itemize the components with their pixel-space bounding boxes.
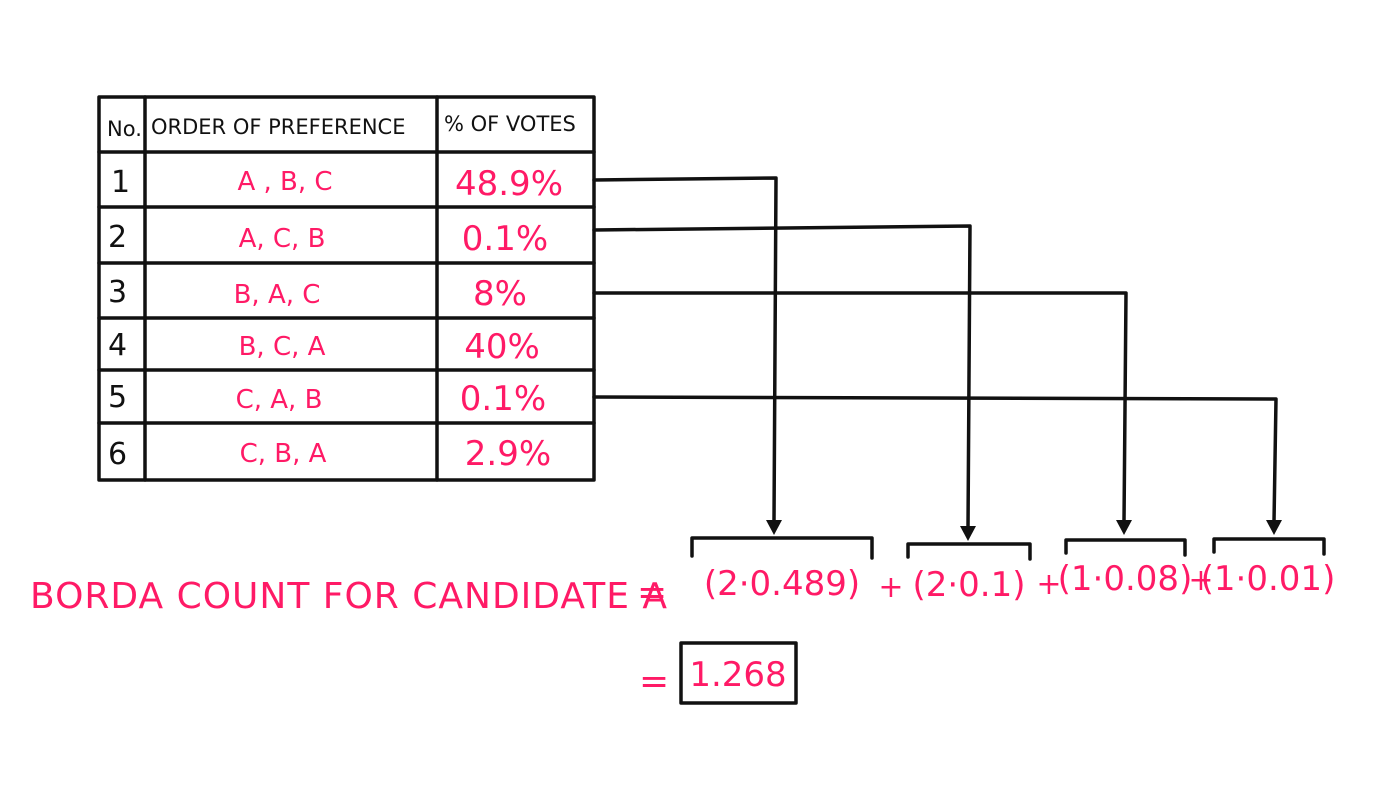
vote-percent: 40% xyxy=(464,327,540,367)
header-order-of-preference: ORDER OF PREFERENCE xyxy=(151,115,405,139)
formula-equals: = xyxy=(637,572,668,613)
term-bracket xyxy=(1064,538,1187,557)
vote-percent: 2.9% xyxy=(465,434,551,474)
preference-order: B, C, A xyxy=(239,332,326,362)
result-value: 1.268 xyxy=(689,655,786,695)
formula-term: (2·0.1) xyxy=(912,565,1025,605)
connector-line-row-2 xyxy=(592,224,972,530)
row-number: 5 xyxy=(108,380,127,415)
term-bracket xyxy=(690,536,874,560)
arrowhead xyxy=(766,520,782,535)
term-bracket xyxy=(906,542,1032,561)
connector-line-row-1 xyxy=(592,176,778,524)
vote-table: No. ORDER OF PREFERENCE % OF VOTES 1 2 3… xyxy=(97,95,596,482)
vote-percent: 0.1% xyxy=(462,219,548,259)
arrowhead xyxy=(1116,520,1132,535)
row-number: 3 xyxy=(108,275,127,310)
result-box xyxy=(679,641,798,705)
table-border xyxy=(97,95,596,482)
preference-order: A, C, B xyxy=(239,224,326,254)
preference-order: C, B, A xyxy=(240,439,327,469)
vote-percent: 48.9% xyxy=(455,164,563,204)
preference-order: A , B, C xyxy=(237,167,332,197)
result-equals: = xyxy=(639,661,670,702)
arrowhead xyxy=(1266,520,1282,535)
formula-term: (1·0.08) xyxy=(1058,559,1193,599)
connector-arrows xyxy=(592,176,1282,541)
row-number: 1 xyxy=(111,165,130,200)
header-percent-of-votes: % OF VOTES xyxy=(444,112,576,136)
formula-plus: + xyxy=(1036,567,1061,602)
formula-label: BORDA COUNT FOR CANDIDATE A xyxy=(30,576,668,617)
term-brackets xyxy=(690,536,1326,561)
vote-percent: 0.1% xyxy=(460,379,546,419)
term-bracket xyxy=(1212,537,1326,556)
arrowhead xyxy=(960,526,976,541)
formula-term: (1·0.01) xyxy=(1201,559,1336,599)
row-number: 2 xyxy=(108,220,127,255)
header-no: No. xyxy=(107,117,142,141)
preference-order: B, A, C xyxy=(234,280,321,310)
borda-formula: BORDA COUNT FOR CANDIDATE A = (2·0.489) … xyxy=(30,559,1335,617)
connector-line-row-3 xyxy=(592,291,1128,524)
formula-plus: + xyxy=(1188,563,1213,598)
vote-percent: 8% xyxy=(473,274,527,314)
borda-result: = 1.268 xyxy=(639,641,798,705)
row-number: 4 xyxy=(108,328,127,363)
formula-term: (2·0.489) xyxy=(704,564,860,604)
row-number: 6 xyxy=(108,437,127,472)
connector-line-row-5 xyxy=(592,395,1278,524)
formula-plus: + xyxy=(878,570,903,605)
preference-order: C, A, B xyxy=(236,385,323,415)
